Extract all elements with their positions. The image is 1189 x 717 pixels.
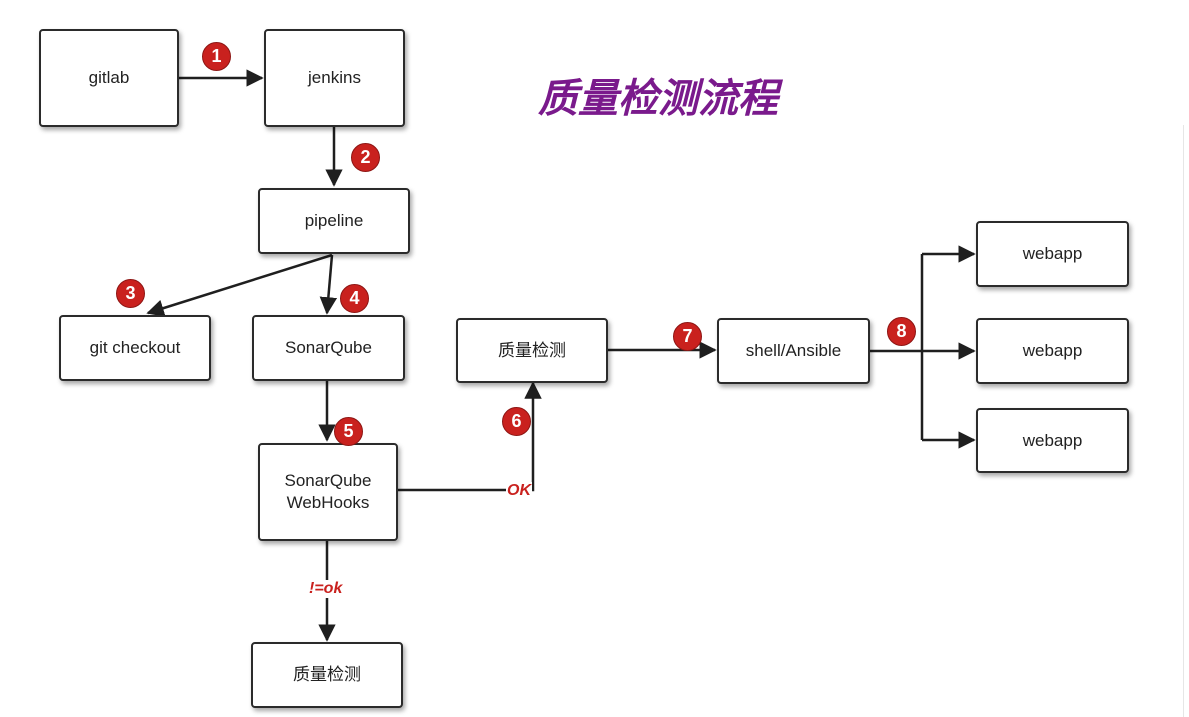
node-sonarqube-webhooks: SonarQube WebHooks [258, 443, 398, 541]
node-git-checkout: git checkout [59, 315, 211, 381]
step-badge-5: 5 [334, 417, 363, 446]
edge-pipeline-sonarqube [319, 254, 338, 315]
edge-label-ok: OK [506, 482, 532, 500]
step-badge-7: 7 [673, 322, 702, 351]
node-webapp-1: webapp [976, 221, 1129, 287]
step-badge-4: 4 [340, 284, 369, 313]
page-edge-divider [1183, 125, 1184, 717]
edge-label-not-ok: !=ok [308, 580, 344, 598]
edge-webhooks-qualitycheck [398, 381, 542, 492]
node-quality-check-ok: 质量检测 [456, 318, 608, 383]
webhooks-label-line2: WebHooks [286, 493, 370, 512]
step-badge-3: 3 [116, 279, 145, 308]
edge-pipeline-gitcheckout [146, 253, 333, 317]
node-gitlab: gitlab [39, 29, 179, 127]
node-quality-check-fail: 质量检测 [251, 642, 403, 708]
step-badge-2: 2 [351, 143, 380, 172]
node-shell-ansible: shell/Ansible [717, 318, 870, 384]
step-badge-8: 8 [887, 317, 916, 346]
node-webapp-3: webapp [976, 408, 1129, 473]
webhooks-label-line1: SonarQube [284, 471, 372, 490]
node-webapp-2: webapp [976, 318, 1129, 384]
node-jenkins: jenkins [264, 29, 405, 127]
step-badge-6: 6 [502, 407, 531, 436]
step-badge-1: 1 [202, 42, 231, 71]
node-pipeline: pipeline [258, 188, 410, 254]
node-sonarqube: SonarQube [252, 315, 405, 381]
diagram-title: 质量检测流程 [538, 76, 778, 122]
